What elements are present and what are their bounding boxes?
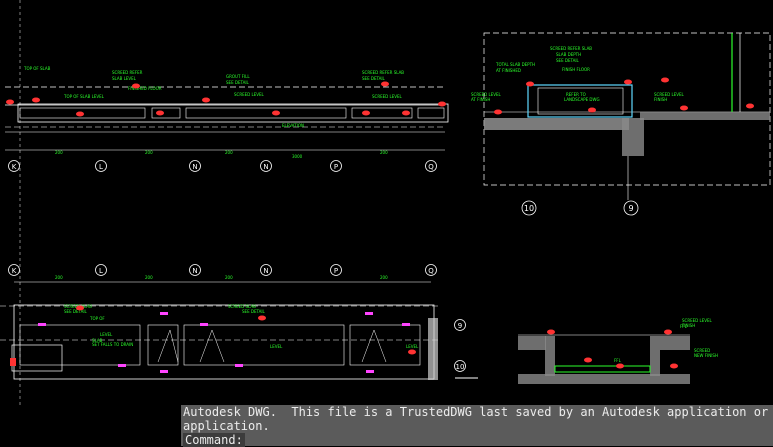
svg-text:SCREED REFER SLAB: SCREED REFER SLAB [362,70,404,75]
svg-text:FINISH: FINISH [654,97,667,102]
svg-text:N: N [192,163,197,171]
svg-text:ELEVATION: ELEVATION [282,123,304,128]
svg-text:FFL: FFL [680,324,688,329]
svg-text:200: 200 [225,150,233,155]
svg-text:SCREED LEVEL: SCREED LEVEL [654,92,685,97]
svg-text:AT FINISH: AT FINISH [471,97,490,102]
svg-text:FINISH FLOOR: FINISH FLOOR [562,67,590,72]
svg-text:9: 9 [628,204,633,213]
command-history-line: application. [183,419,270,433]
svg-text:LANDSCAPE DWG: LANDSCAPE DWG [564,97,600,102]
svg-text:SCREED LEVEL: SCREED LEVEL [372,94,403,99]
plan-bottom-left: K L N N P Q SCREED SLAB SEE DETAIL TOP O… [0,264,478,380]
svg-text:SEE DETAIL: SEE DETAIL [362,76,386,81]
svg-text:10: 10 [456,363,465,371]
svg-text:LEVEL: LEVEL [406,344,419,349]
svg-text:AT FINISHED: AT FINISHED [496,68,521,73]
svg-text:N: N [263,267,268,275]
svg-text:200: 200 [55,150,63,155]
section-bottom-right: SCREED LEVEL FINISH SCREED NEW FINISH FF… [518,318,718,384]
svg-text:SEE DETAIL: SEE DETAIL [64,309,88,314]
svg-text:200: 200 [145,275,153,280]
svg-text:GROUT FILL: GROUT FILL [226,74,250,79]
svg-text:TOP OF: TOP OF [89,316,105,321]
svg-text:SCREED LEVEL: SCREED LEVEL [234,92,265,97]
svg-text:L: L [99,267,103,275]
svg-text:3000: 3000 [292,154,303,159]
command-history-line: Autodesk DWG. This file is a TrustedDWG … [183,405,773,419]
svg-text:P: P [334,267,338,275]
svg-text:SEE DETAIL: SEE DETAIL [226,80,250,85]
svg-text:L: L [99,163,103,171]
svg-text:SET FALLS TO DRAIN: SET FALLS TO DRAIN [92,342,133,347]
drawing-canvas[interactable]: TOP OF SLAB TOP OF SLAB LEVEL SCREED REF… [0,0,773,405]
svg-text:SCREED REFER SLAB: SCREED REFER SLAB [550,46,592,51]
svg-text:FINISHED FLOOR: FINISHED FLOOR [128,86,162,91]
svg-text:N: N [263,163,268,171]
svg-text:SLAB DEPTH: SLAB DEPTH [556,52,581,57]
svg-text:TOP OF SLAB: TOP OF SLAB [23,66,51,71]
svg-text:200: 200 [55,275,63,280]
svg-text:SEE DETAIL: SEE DETAIL [556,58,580,63]
svg-text:P: P [334,163,338,171]
svg-text:200: 200 [225,275,233,280]
command-prompt[interactable]: Command: [183,433,245,447]
svg-text:SCREED SLAB: SCREED SLAB [228,304,256,309]
detail-top-right: TOTAL SLAB DEPTH AT FINISHED SCREED REFE… [471,32,771,216]
section-bubble: 10 [524,204,534,213]
command-line-window[interactable]: Autodesk DWG. This file is a TrustedDWG … [181,405,773,447]
svg-text:K: K [12,267,17,275]
grid-label-right: 9 [458,322,462,330]
svg-text:200: 200 [380,150,388,155]
section-top-left: TOP OF SLAB TOP OF SLAB LEVEL SCREED REF… [5,66,449,172]
svg-text:REFER TO: REFER TO [566,92,586,97]
svg-text:200: 200 [380,275,388,280]
svg-text:Q: Q [428,267,434,275]
svg-text:SCREED REFER: SCREED REFER [112,70,143,75]
cad-drawing: TOP OF SLAB TOP OF SLAB LEVEL SCREED REF… [0,0,771,405]
grid-label-top: K [12,163,17,171]
svg-text:FINISH: FINISH [682,323,695,328]
svg-text:FFL: FFL [614,358,622,363]
svg-text:SCREED LEVEL: SCREED LEVEL [682,318,713,323]
svg-text:SEE DETAIL: SEE DETAIL [242,309,266,314]
svg-text:SCREED: SCREED [694,348,710,353]
svg-text:LEVEL: LEVEL [270,344,283,349]
svg-text:NEW FINISH: NEW FINISH [694,353,718,358]
svg-text:TOP OF SLAB LEVEL: TOP OF SLAB LEVEL [63,94,105,99]
svg-text:N: N [192,267,197,275]
svg-text:200: 200 [145,150,153,155]
svg-text:TOTAL SLAB DEPTH: TOTAL SLAB DEPTH [495,62,535,67]
svg-text:SLAB: SLAB [92,338,103,343]
svg-text:SCREED LEVEL: SCREED LEVEL [471,92,502,97]
svg-text:LEVEL: LEVEL [100,332,113,337]
svg-text:Q: Q [428,163,434,171]
svg-text:SLAB LEVEL: SLAB LEVEL [112,76,137,81]
